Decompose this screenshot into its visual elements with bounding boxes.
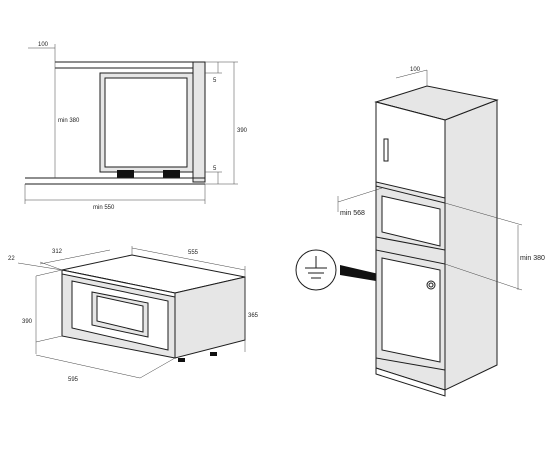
socket-icon	[426, 280, 436, 290]
cabinet-min-depth-label: min 568	[340, 210, 365, 217]
iso-panel-label: 22	[8, 256, 15, 262]
side-view: 100 min 380 390 5 5 min 550	[24, 42, 248, 211]
cabinet-top-offset-label: 100	[410, 67, 421, 73]
iso-foot-1	[178, 358, 185, 362]
side-min-height-label: min 380	[58, 118, 80, 124]
side-gap-top-label: 5	[213, 78, 217, 84]
side-min-width-label: min 550	[93, 205, 115, 211]
cabinet-door	[375, 101, 446, 199]
iso-depth-total-label: 555	[188, 250, 199, 256]
cabinet: 100 min 568 min 380	[337, 67, 545, 397]
iso-foot-2	[210, 352, 217, 356]
iso-depth-front-label: 312	[52, 249, 63, 255]
iso-height-total-label: 365	[248, 313, 259, 319]
cabinet-side	[444, 99, 498, 391]
side-top-offset-label: 100	[38, 42, 49, 48]
cabinet-min-height-label: min 380	[520, 255, 545, 262]
niche-lower-inner	[381, 257, 441, 363]
appliance-lip	[61, 269, 176, 298]
iso-height-front-label: 390	[22, 319, 33, 325]
ground-icon	[295, 249, 337, 291]
iso-width-label: 595	[68, 377, 79, 383]
door-handle	[383, 138, 389, 162]
niche-upper-inner	[381, 195, 441, 247]
foot-right	[163, 170, 180, 178]
foot-left	[117, 170, 134, 178]
side-gap-bottom-label: 5	[213, 166, 217, 172]
oven-inner	[104, 77, 188, 168]
front-panel	[192, 61, 206, 183]
cabinet-plinth	[375, 367, 446, 397]
side-total-height-label: 390	[237, 128, 248, 134]
iso-appliance: 312 555 22 390 365 595	[8, 246, 259, 383]
door-glass	[96, 295, 144, 333]
